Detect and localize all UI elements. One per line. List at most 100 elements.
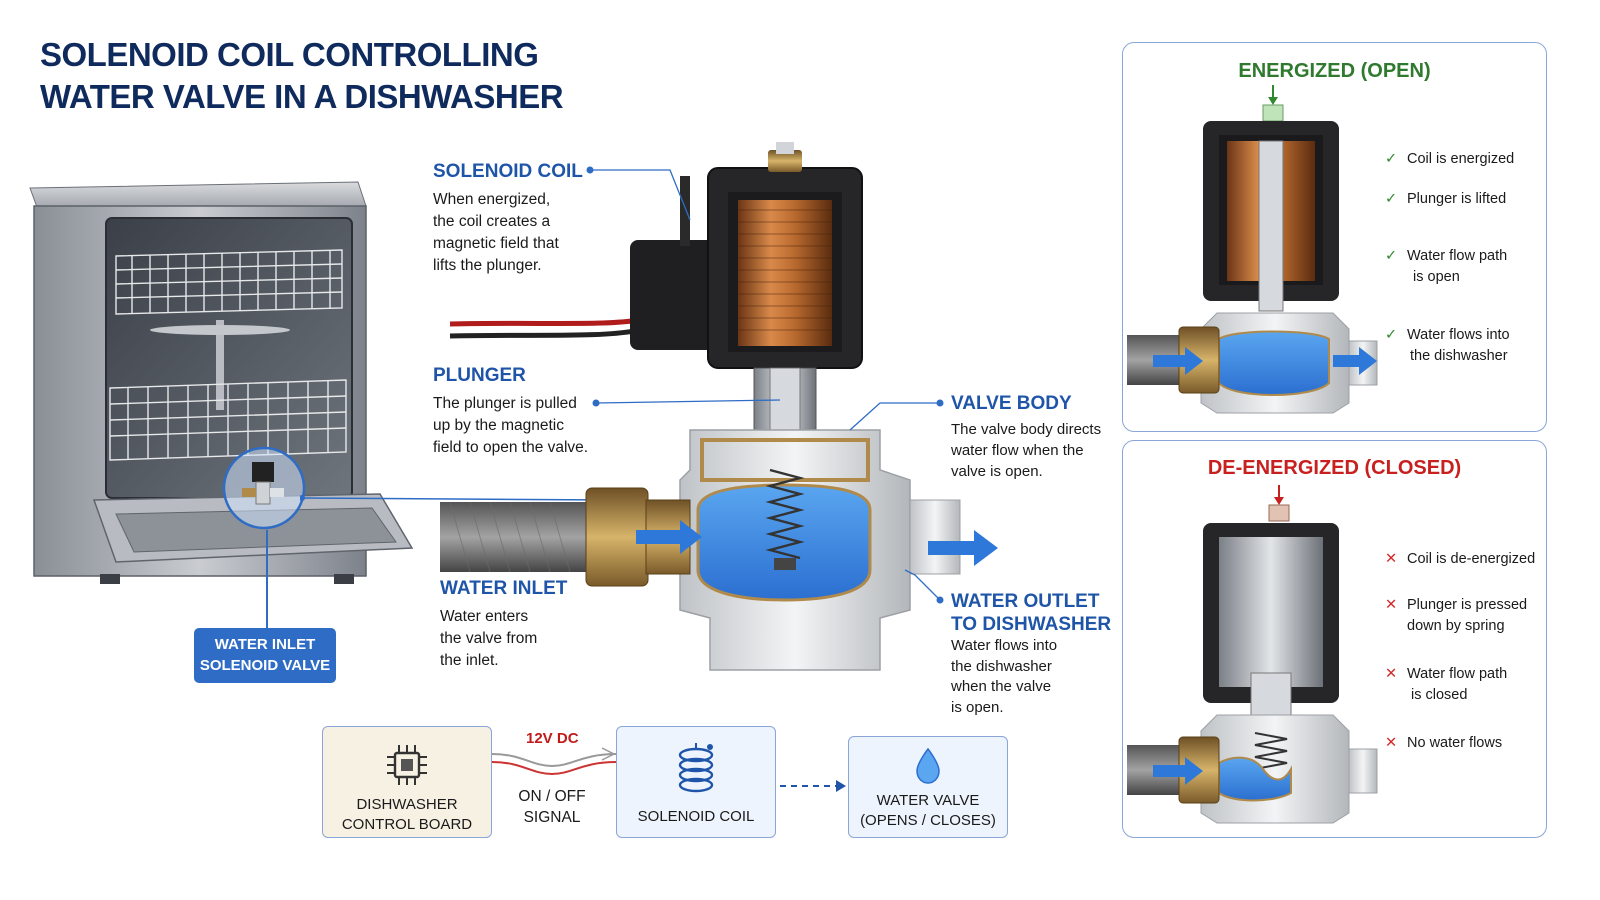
deenergized-item-text: Water flow path is closed	[1407, 664, 1507, 706]
cross-icon: ✕	[1385, 735, 1398, 751]
callout-outlet-text: Water flows into the dishwasher when the…	[951, 636, 1121, 718]
energized-item-text: Coil is energized	[1407, 149, 1514, 170]
energized-status-list: ✓ Coil is energized ✓ Plunger is lifted …	[1385, 149, 1545, 367]
deenergized-status-list: ✕ Coil is de-energized ✕ Plunger is pres…	[1385, 549, 1545, 754]
energized-item: ✓ Coil is energized	[1385, 149, 1545, 170]
cross-icon: ✕	[1385, 551, 1398, 567]
callout-plunger-heading: PLUNGER	[433, 365, 526, 386]
callout-coil-line: the coil creates a	[433, 213, 551, 230]
cross-icon: ✕	[1385, 597, 1398, 613]
callout-plunger-line: The plunger is pulled	[433, 395, 577, 412]
signal-line-2: SIGNAL	[523, 809, 581, 826]
flow-signal-label: ON / OFF SIGNAL	[512, 786, 592, 828]
callout-valve-body-heading: VALVE BODY	[951, 393, 1072, 414]
deenergized-item-line: Coil is de-energized	[1407, 551, 1536, 567]
deenergized-panel: DE-ENERGIZED (CLOSED) ✕ Coil is de-energ…	[1122, 440, 1547, 838]
deenergized-item: ✕ Coil is de-energized	[1385, 549, 1545, 570]
energized-item: ✓ Water flows into the dishwasher	[1385, 325, 1545, 367]
deenergized-item-line: No water flows	[1407, 735, 1503, 751]
coil-icon	[678, 743, 714, 793]
chip-icon	[387, 745, 427, 785]
deenergized-item: ✕ No water flows	[1385, 733, 1545, 754]
callout-leader-lines	[586, 166, 944, 604]
energized-item-line: Coil is energized	[1407, 151, 1515, 167]
water-inlet-solenoid-valve-badge: WATER INLET SOLENOID VALVE	[194, 628, 336, 683]
deenergized-item-text: Plunger is pressed down by spring	[1407, 595, 1527, 637]
energized-panel: ENERGIZED (OPEN) ✓ Coil is energized ✓ P…	[1122, 42, 1547, 432]
energized-item-text: Water flows into the dishwasher	[1407, 325, 1510, 367]
energized-valve-image	[1127, 85, 1378, 414]
callout-outlet-line: is open.	[951, 698, 1004, 716]
callout-plunger-line: up by the magnetic	[433, 417, 564, 434]
deenergized-item-text: No water flows	[1407, 733, 1502, 754]
zoom-connector	[300, 495, 611, 501]
callout-plunger-line: field to open the valve.	[433, 439, 589, 456]
callout-outlet-line: Water flows into	[951, 637, 1058, 654]
callout-inlet-line: the inlet.	[440, 652, 499, 669]
energized-item-line: Water flows into	[1407, 327, 1510, 343]
callout-coil-heading: SOLENOID COIL	[433, 161, 583, 182]
callout-plunger-text: The plunger is pulled up by the magnetic…	[433, 393, 633, 459]
control-board-line-1: DISHWASHER	[356, 796, 458, 813]
callout-coil-line: When energized,	[433, 191, 551, 208]
callout-valve-body: VALVE BODY The valve body directs water …	[951, 392, 1121, 482]
callout-outlet-heading-1: WATER OUTLET	[951, 591, 1100, 612]
energized-item: ✓ Plunger is lifted	[1385, 189, 1545, 210]
flow-signal-wires	[492, 747, 616, 776]
energized-item-line: Water flow path	[1407, 248, 1508, 264]
callout-outlet-line: the dishwasher	[951, 657, 1052, 675]
callout-valve-body-text: The valve body directs water flow when t…	[951, 419, 1121, 482]
check-icon: ✓	[1385, 248, 1398, 264]
deenergized-title: DE-ENERGIZED (CLOSED)	[1207, 457, 1462, 479]
solenoid-valve-cutaway	[440, 142, 998, 671]
water-drop-icon	[916, 747, 940, 784]
energized-item-text: Plunger is lifted	[1407, 189, 1506, 210]
callout-solenoid-coil: SOLENOID COIL When energized, the coil c…	[433, 160, 633, 277]
title-line-2: WATER VALVE IN A DISHWASHER	[40, 78, 564, 115]
energized-item-line: is open	[1413, 269, 1460, 285]
flow-solenoid-coil-box: SOLENOID COIL	[616, 726, 776, 838]
check-icon: ✓	[1385, 327, 1398, 343]
deenergized-valve-image	[1127, 485, 1378, 824]
control-board-line-2: CONTROL BOARD	[341, 816, 473, 833]
flow-water-valve-box: WATER VALVE (OPENS / CLOSES)	[848, 736, 1008, 838]
page-title: SOLENOID COIL CONTROLLING WATER VALVE IN…	[40, 34, 564, 118]
check-icon: ✓	[1385, 191, 1398, 207]
deenergized-item: ✕ Plunger is pressed down by spring	[1385, 595, 1545, 637]
dishwasher-illustration	[29, 181, 414, 584]
valve-box-line-1: WATER VALVE	[876, 792, 980, 809]
energized-item-line: Plunger is lifted	[1407, 191, 1507, 207]
callout-water-inlet: WATER INLET Water enters the valve from …	[440, 577, 610, 672]
callout-inlet-line: Water enters	[440, 608, 529, 625]
callout-inlet-heading: WATER INLET	[440, 578, 568, 599]
flow-control-board-box: DISHWASHER CONTROL BOARD	[322, 726, 492, 838]
valve-box-line-2: (OPENS / CLOSES)	[860, 812, 996, 829]
deenergized-item-line: Plunger is pressed	[1407, 597, 1528, 613]
callout-valve-body-line: The valve body directs	[951, 421, 1102, 438]
coil-box-label: SOLENOID COIL	[637, 808, 755, 825]
deenergized-item-text: Coil is de-energized	[1407, 549, 1535, 570]
energized-item-text: Water flow path is open	[1407, 246, 1507, 288]
badge-connector	[266, 530, 268, 628]
callout-inlet-line: the valve from	[440, 630, 538, 647]
deenergized-item-line: is closed	[1411, 687, 1468, 703]
deenergized-item-line: Water flow path	[1407, 666, 1508, 682]
deenergized-item-line: down by spring	[1407, 618, 1505, 634]
flow-dashed-arrow	[780, 780, 846, 792]
energized-item-line: the dishwasher	[1410, 348, 1508, 364]
callout-coil-line: magnetic field that	[433, 235, 559, 252]
badge-line-1: WATER INLET	[214, 636, 316, 653]
energized-item: ✓ Water flow path is open	[1385, 246, 1545, 288]
deenergized-item: ✕ Water flow path is closed	[1385, 664, 1545, 706]
title-line-1: SOLENOID COIL CONTROLLING	[40, 36, 539, 73]
callout-outlet-heading-2: TO DISHWASHER	[951, 614, 1112, 635]
callout-outlet-line: when the valve	[951, 678, 1052, 695]
energized-title: ENERGIZED (OPEN)	[1238, 60, 1431, 82]
callout-valve-body-line: water flow when the	[951, 442, 1084, 459]
callout-valve-body-line: valve is open.	[951, 463, 1043, 480]
callout-water-outlet: WATER OUTLET TO DISHWASHER Water flows i…	[951, 590, 1121, 718]
badge-line-2: SOLENOID VALVE	[199, 657, 331, 674]
callout-plunger: PLUNGER The plunger is pulled up by the …	[433, 364, 633, 459]
callout-coil-line: lifts the plunger.	[433, 257, 542, 274]
flow-voltage-label: 12V DC	[526, 730, 579, 747]
